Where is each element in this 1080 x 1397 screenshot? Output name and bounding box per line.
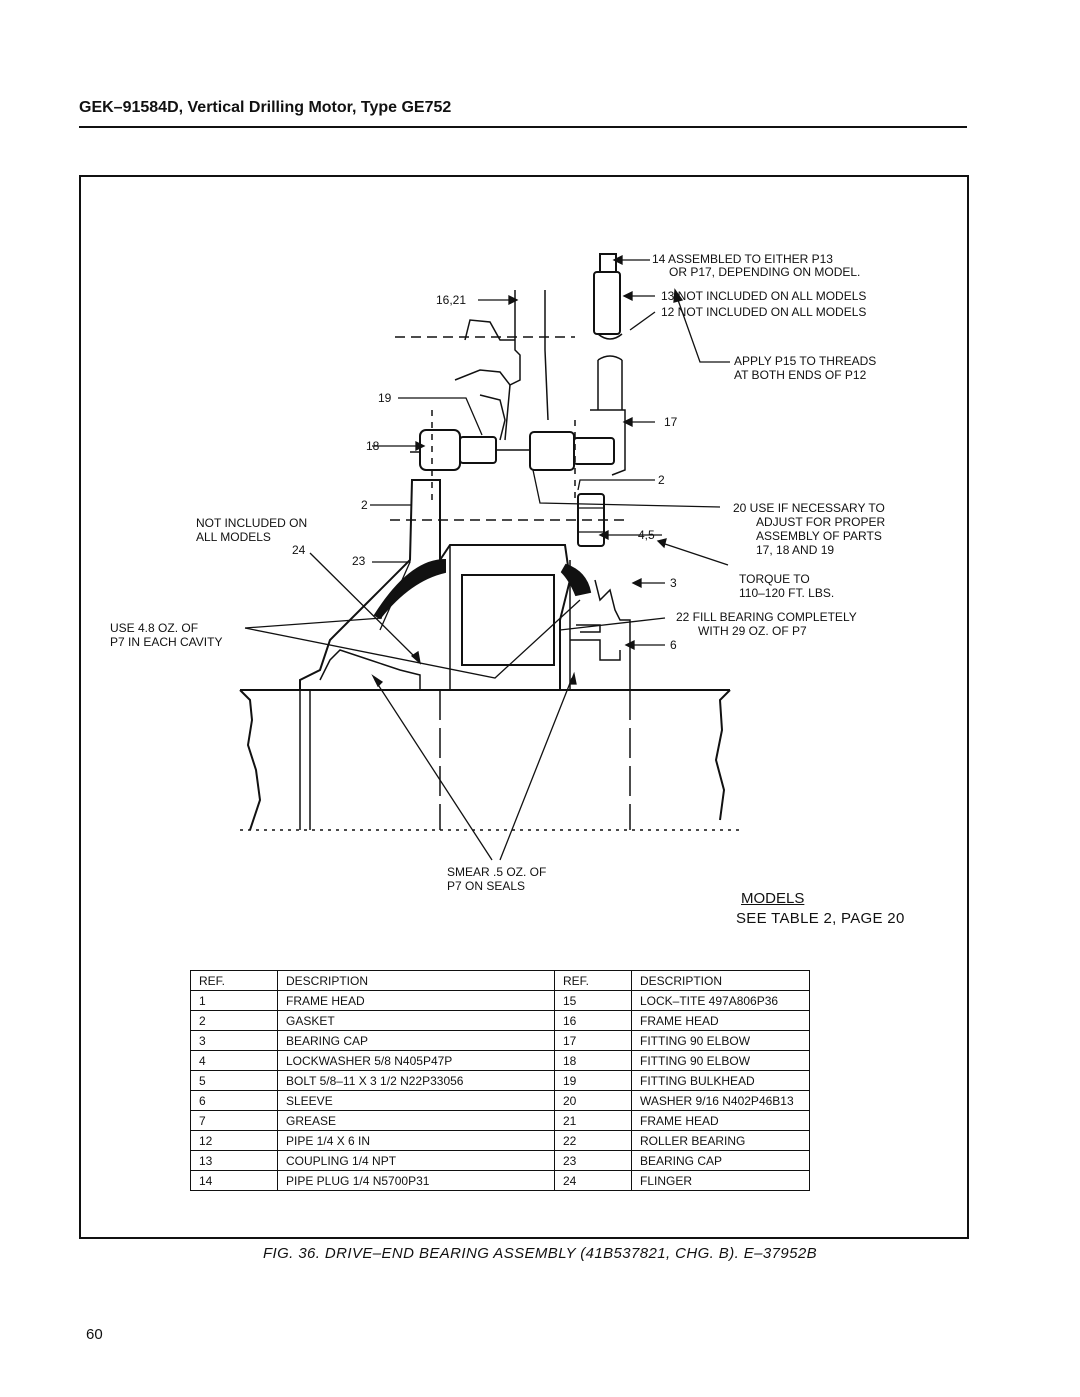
description-cell: COUPLING 1/4 NPT (277, 1150, 555, 1171)
callout-22-line2: WITH 29 OZ. OF P7 (698, 624, 807, 638)
callout-2-right: 2 (658, 473, 665, 487)
description-cell: FRAME HEAD (631, 1110, 810, 1131)
callout-20-line4: 17, 18 AND 19 (756, 543, 835, 557)
models-label: MODELS (741, 890, 805, 907)
description-cell: BEARING CAP (277, 1030, 555, 1051)
ref-cell: 4 (190, 1050, 278, 1071)
callout-3: 3 (670, 576, 677, 590)
description-cell: BOLT 5/8–11 X 3 1/2 N22P33056 (277, 1070, 555, 1091)
ref-cell: 2 (190, 1010, 278, 1031)
ref-cell: 13 (190, 1150, 278, 1171)
description-cell: PIPE PLUG 1/4 N5700P31 (277, 1170, 555, 1191)
ref-cell: 24 (554, 1170, 632, 1191)
callout-16-21: 16,21 (436, 293, 467, 307)
callout-23: 23 (352, 554, 366, 568)
callout-14: 14 ASSEMBLED TO EITHER P13 (652, 252, 833, 266)
ref-cell: 16 (554, 1010, 632, 1031)
figure-caption: FIG. 36. DRIVE–END BEARING ASSEMBLY (41B… (262, 1245, 818, 1262)
column-header-description-2: DESCRIPTION (631, 970, 810, 991)
callout-19: 19 (378, 391, 392, 405)
ref-cell: 12 (190, 1130, 278, 1151)
callout-2-left: 2 (361, 498, 368, 512)
ref-cell: 23 (554, 1150, 632, 1171)
figure-frame (79, 175, 969, 1239)
ref-cell: 14 (190, 1170, 278, 1191)
column-header-ref: REF. (190, 970, 278, 991)
ref-cell: 22 (554, 1130, 632, 1151)
callout-6: 6 (670, 638, 677, 652)
document-header: GEK–91584D, Vertical Drilling Motor, Typ… (79, 99, 452, 116)
ref-cell: 20 (554, 1090, 632, 1111)
callout-p15-line1: APPLY P15 TO THREADS (734, 354, 877, 368)
description-cell: BEARING CAP (631, 1150, 810, 1171)
callout-24: 24 (292, 543, 306, 557)
callout-use-p7-line1: USE 4.8 OZ. OF (110, 621, 199, 635)
description-cell: FRAME HEAD (631, 1010, 810, 1031)
callout-not-included-line1: NOT INCLUDED ON (196, 516, 308, 530)
ref-cell: 1 (190, 990, 278, 1011)
callout-p15-line2: AT BOTH ENDS OF P12 (734, 368, 867, 382)
ref-cell: 7 (190, 1110, 278, 1131)
description-cell: GASKET (277, 1010, 555, 1031)
callout-torque-line2: 110–120 FT. LBS. (739, 586, 835, 600)
ref-cell: 17 (554, 1030, 632, 1051)
parts-table-header-row: REF. DESCRIPTION REF. DESCRIPTION (190, 970, 810, 991)
description-cell: ROLLER BEARING (631, 1130, 810, 1151)
description-cell: FLINGER (631, 1170, 810, 1191)
ref-cell: 19 (554, 1070, 632, 1091)
callout-20-line3: ASSEMBLY OF PARTS (756, 529, 882, 543)
callout-torque-line1: TORQUE TO (739, 572, 810, 586)
callout-22-line1: 22 FILL BEARING COMPLETELY (676, 610, 857, 624)
description-cell: FRAME HEAD (277, 990, 555, 1011)
ref-cell: 3 (190, 1030, 278, 1051)
callout-12: 12 NOT INCLUDED ON ALL MODELS (661, 305, 867, 319)
description-cell: PIPE 1/4 X 6 IN (277, 1130, 555, 1151)
callout-14-continued: OR P17, DEPENDING ON MODEL. (669, 265, 861, 279)
see-table-reference: SEE TABLE 2, PAGE 20 (736, 910, 905, 927)
callout-20-line2: ADJUST FOR PROPER (756, 515, 886, 529)
ref-cell: 15 (554, 990, 632, 1011)
description-cell: FITTING 90 ELBOW (631, 1030, 810, 1051)
description-cell: FITTING 90 ELBOW (631, 1050, 810, 1071)
callout-smear-line2: P7 ON SEALS (447, 879, 526, 893)
description-cell: SLEEVE (277, 1090, 555, 1111)
description-cell: LOCK–TITE 497A806P36 (631, 990, 810, 1011)
ref-cell: 18 (554, 1050, 632, 1071)
column-header-ref-2: REF. (554, 970, 632, 991)
description-cell: FITTING BULKHEAD (631, 1070, 810, 1091)
callout-18: 18 (366, 439, 380, 453)
description-cell: LOCKWASHER 5/8 N405P47P (277, 1050, 555, 1071)
callout-not-included-line2: ALL MODELS (196, 530, 271, 544)
callout-4-5: 4,5 (638, 528, 655, 542)
callout-smear-line1: SMEAR .5 OZ. OF (447, 865, 547, 879)
callout-20-line1: 20 USE IF NECESSARY TO (733, 501, 885, 515)
ref-cell: 21 (554, 1110, 632, 1131)
description-cell: WASHER 9/16 N402P46B13 (631, 1090, 810, 1111)
ref-cell: 6 (190, 1090, 278, 1111)
ref-cell: 5 (190, 1070, 278, 1091)
page-number: 60 (86, 1326, 103, 1343)
header-rule (79, 126, 967, 128)
description-cell: GREASE (277, 1110, 555, 1131)
callout-use-p7-line2: P7 IN EACH CAVITY (110, 635, 223, 649)
callout-13: 13 NOT INCLUDED ON ALL MODELS (661, 289, 867, 303)
callout-17: 17 (664, 415, 678, 429)
column-header-description: DESCRIPTION (277, 970, 555, 991)
